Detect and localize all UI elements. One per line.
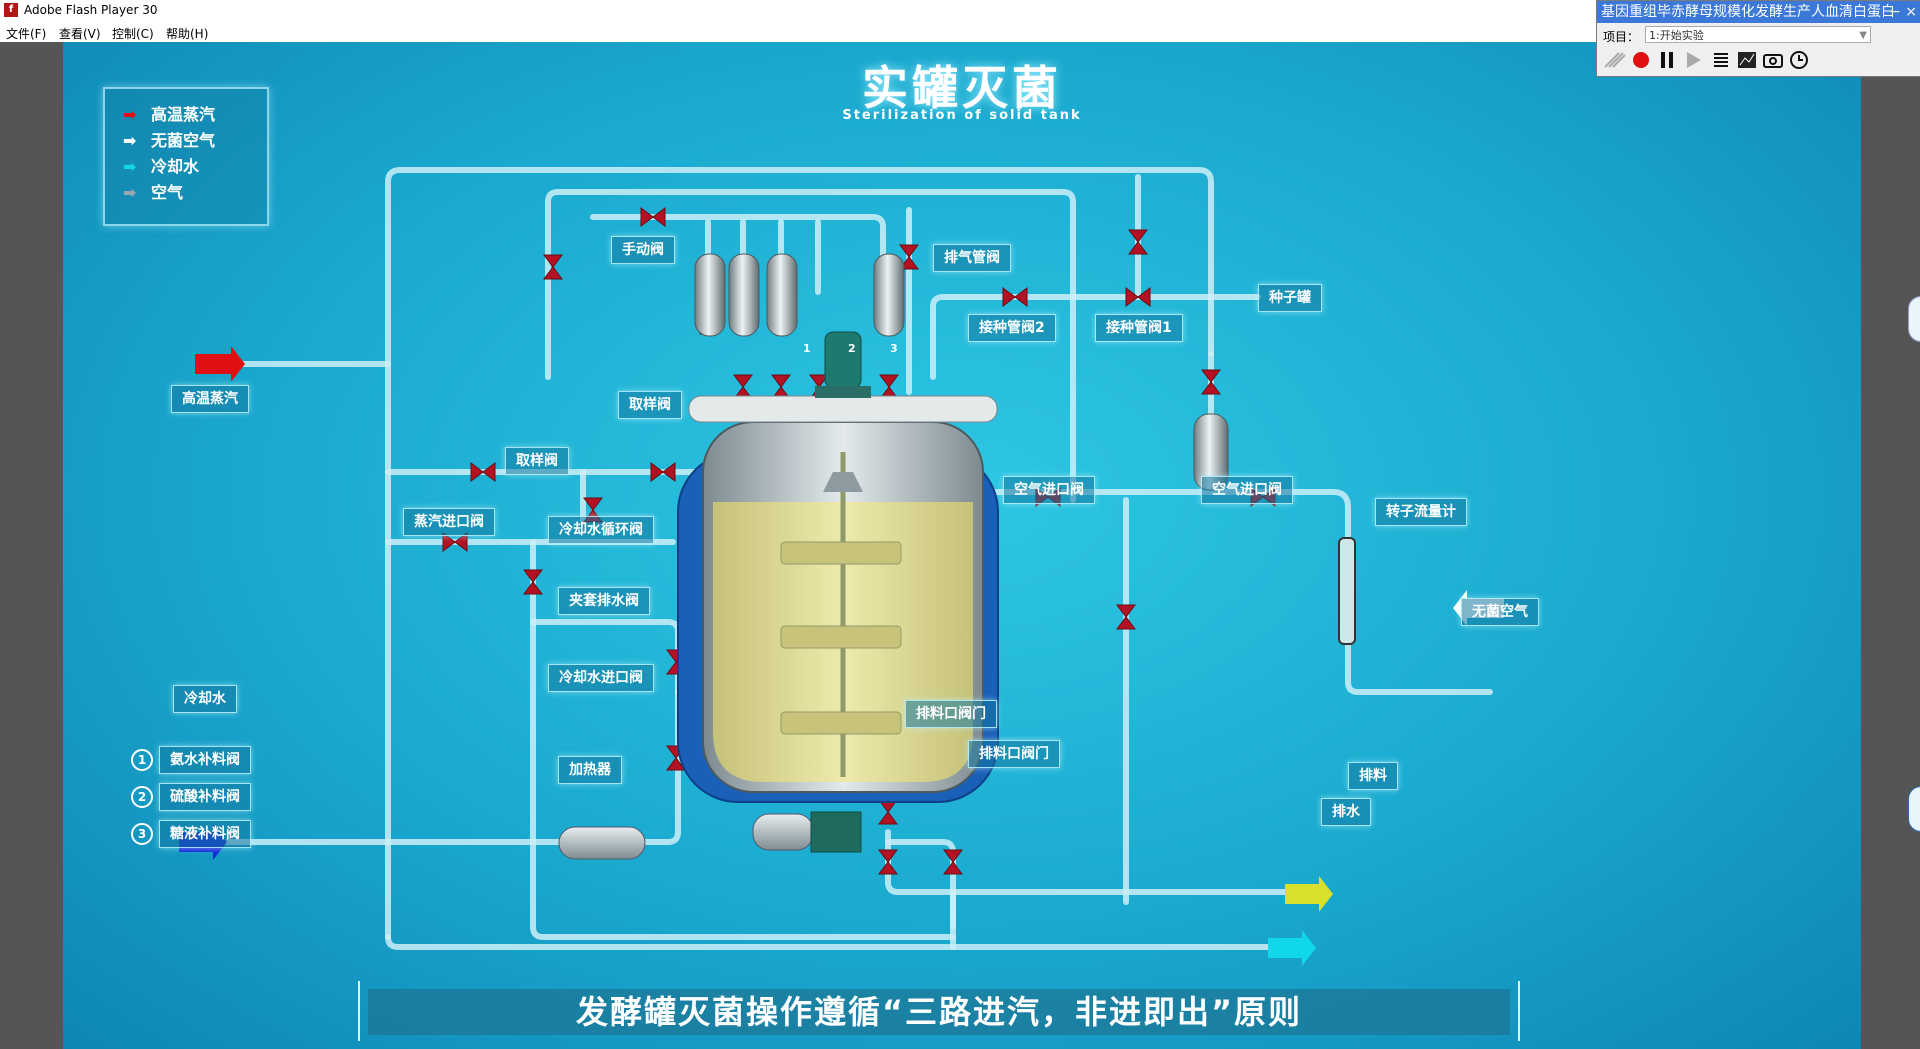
side-handle-bottom[interactable] (1908, 786, 1920, 832)
list-icon[interactable] (1709, 49, 1733, 71)
gray-arrow-icon: ➡ (123, 183, 137, 202)
sugar-valve-label[interactable]: 糖液补料阀 (159, 820, 251, 848)
project-select[interactable]: 1:开始实验 ▼ (1645, 26, 1871, 43)
rotameter-label: 转子流量计 (1375, 498, 1467, 526)
window-titlebar: f Adobe Flash Player 30 (0, 0, 1920, 22)
steam-inlet-label: 高温蒸汽 (171, 385, 249, 413)
cooling-water-inlet-valve-label[interactable]: 冷却水进口阀 (548, 664, 654, 692)
legend-air: ➡空气 (123, 183, 184, 202)
left-margin (0, 42, 63, 1049)
pause-icon[interactable] (1655, 49, 1679, 71)
right-margin (1861, 42, 1920, 1049)
vessel-number-2: 2 (848, 342, 856, 355)
vessel-number-1: 1 (803, 342, 811, 355)
manual-valve-label[interactable]: 手动阀 (611, 236, 675, 264)
vessel-number-3: 3 (890, 342, 898, 355)
pipe-network (179, 167, 1504, 966)
air-inlet-valve-1-label[interactable]: 空气进口阀 (1003, 476, 1095, 504)
page-subtitle: Sterilization of solid tank (842, 108, 1082, 123)
record-icon[interactable] (1629, 49, 1653, 71)
simulation-stage: 实罐灭菌 Sterilization of solid tank ➡高温蒸汽 ➡… (63, 42, 1861, 1049)
red-arrow-icon: ➡ (123, 105, 137, 124)
control-panel-title: 基因重组毕赤酵母规模化发酵生产人血清白蛋白 (1597, 1, 1920, 23)
acid-valve-label[interactable]: 硫酸补料阀 (159, 783, 251, 811)
clock-icon[interactable] (1787, 49, 1811, 71)
sampling-valve-bottom-label[interactable]: 取样阀 (505, 447, 569, 475)
close-icon[interactable]: × (1905, 4, 1917, 20)
project-label: 项目： (1603, 30, 1640, 44)
feed-number-2: 2 (131, 786, 153, 808)
white-arrow-icon: ➡ (123, 131, 137, 150)
feed-number-1: 1 (131, 749, 153, 771)
menu-file[interactable]: 文件(F) (6, 27, 47, 41)
legend-steam: ➡高温蒸汽 (123, 105, 216, 124)
air-inlet-valve-2-label[interactable]: 空气进口阀 (1201, 476, 1293, 504)
legend-cooling-water: ➡冷却水 (123, 157, 200, 176)
ammonia-valve-label[interactable]: 氨水补料阀 (159, 746, 251, 774)
jacket-drain-valve-label[interactable]: 夹套排水阀 (558, 587, 650, 615)
inoculation-valve-2-label[interactable]: 接种管阀2 (968, 314, 1056, 342)
menu-bar: 文件(F) 查看(V) 控制(C) 帮助(H) (0, 22, 1920, 42)
minimize-icon[interactable]: − (1889, 4, 1901, 20)
chart-icon[interactable] (1735, 49, 1759, 71)
sterile-air-in-label: 无菌空气 (1461, 598, 1539, 626)
control-panel: 基因重组毕赤酵母规模化发酵生产人血清白蛋白 − × 项目： 1:开始实验 ▼ (1596, 0, 1920, 77)
play-icon[interactable] (1681, 49, 1705, 71)
menu-control[interactable]: 控制(C) (112, 27, 154, 41)
menu-view[interactable]: 查看(V) (59, 27, 101, 41)
camera-icon[interactable] (1761, 49, 1785, 71)
legend-sterile-air: ➡无菌空气 (123, 131, 216, 150)
cooling-water-in-label: 冷却水 (173, 685, 237, 713)
discharge-label: 排料 (1348, 762, 1398, 790)
inoculation-valve-1-label[interactable]: 接种管阀1 (1095, 314, 1183, 342)
steam-inlet-valve-label[interactable]: 蒸汽进口阀 (403, 508, 495, 536)
discharge-valve-1-label[interactable]: 排料口阀门 (905, 700, 997, 728)
side-handle-top[interactable] (1908, 296, 1920, 342)
discharge-valve-2-label[interactable]: 排料口阀门 (968, 740, 1060, 768)
menu-help[interactable]: 帮助(H) (166, 27, 209, 41)
exhaust-valve-label[interactable]: 排气管阀 (933, 244, 1011, 272)
flash-player-icon: f (4, 3, 18, 17)
principle-banner: 发酵罐灭菌操作遵循“三路进汽，非进即出”原则 (358, 981, 1520, 1041)
cooling-water-circ-valve-label[interactable]: 冷却水循环阀 (548, 516, 654, 544)
heater-label: 加热器 (558, 756, 622, 784)
control-caption-buttons: − × (1889, 1, 1917, 23)
window-title: Adobe Flash Player 30 (24, 3, 158, 17)
principle-text: 发酵罐灭菌操作遵循“三路进汽，非进即出”原则 (368, 989, 1510, 1035)
sampling-valve-top-label[interactable]: 取样阀 (618, 391, 682, 419)
page-title: 实罐灭菌 (862, 61, 1062, 115)
drain-label: 排水 (1321, 798, 1371, 826)
chevron-down-icon: ▼ (1859, 30, 1867, 41)
feed-number-3: 3 (131, 823, 153, 845)
cyan-arrow-icon: ➡ (123, 157, 137, 176)
seed-tank-label: 种子罐 (1258, 284, 1322, 312)
disabled-stripes-icon[interactable] (1603, 49, 1627, 71)
legend: ➡高温蒸汽 ➡无菌空气 ➡冷却水 ➡空气 (103, 87, 269, 226)
